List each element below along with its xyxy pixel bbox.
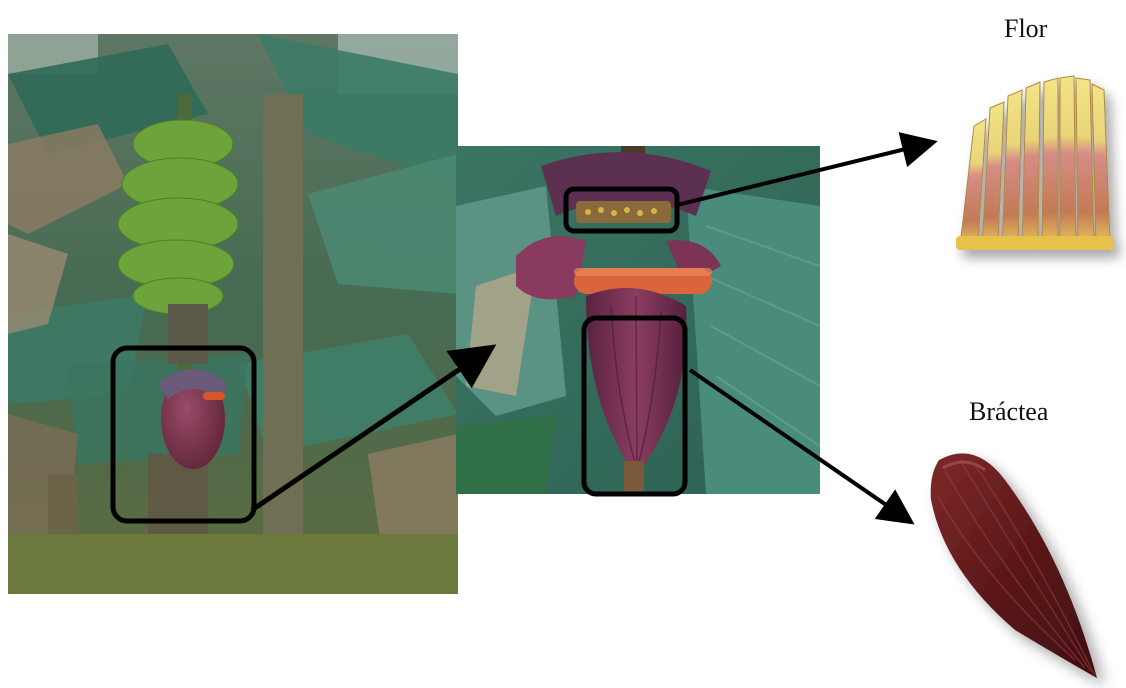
bud-highlight-box <box>113 348 254 521</box>
arrow-to-flower <box>677 143 930 205</box>
arrow-to-closeup <box>252 350 488 510</box>
bract-highlight-box <box>584 318 685 494</box>
flower-label: Flor <box>1004 14 1047 44</box>
arrow-to-bract <box>690 370 908 520</box>
bract-label: Bráctea <box>969 397 1048 427</box>
flower-highlight-box <box>566 189 677 231</box>
